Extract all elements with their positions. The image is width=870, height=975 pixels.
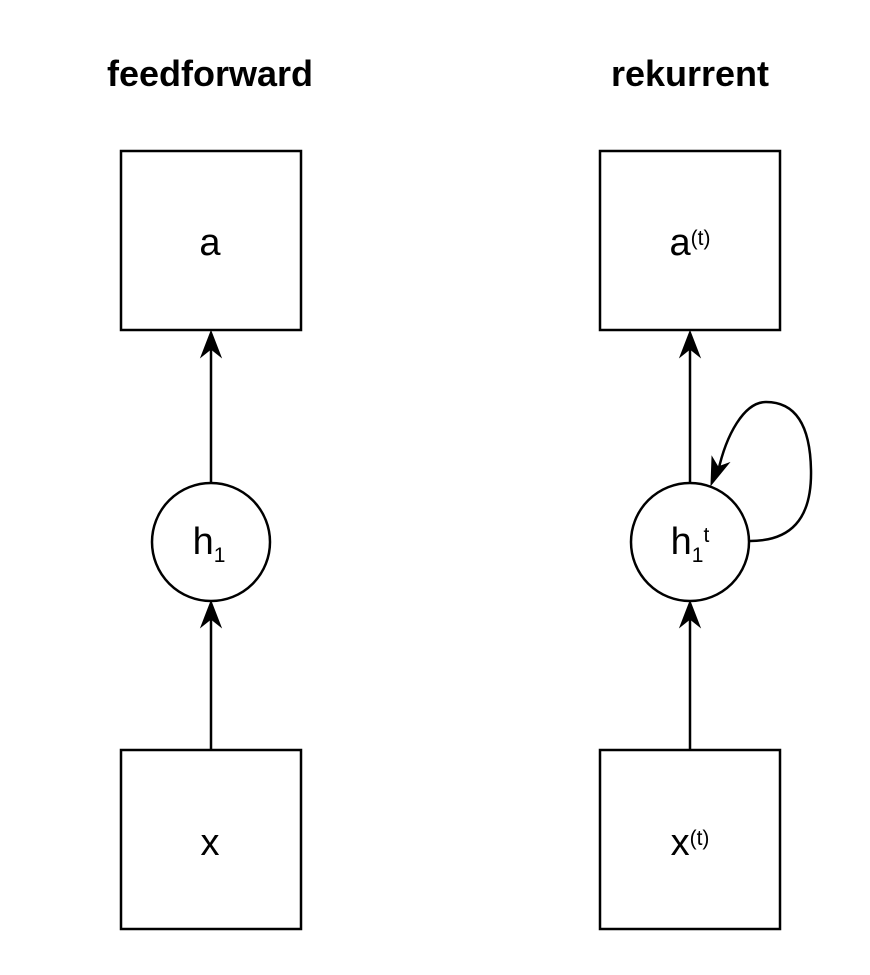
feedforward-output-label: a bbox=[199, 222, 221, 264]
recurrent-self-loop bbox=[716, 400, 813, 543]
feedforward-panel: feedforward a h1 x bbox=[107, 53, 313, 931]
recurrent-output-box bbox=[598, 149, 782, 332]
feedforward-input-box bbox=[119, 748, 303, 931]
recurrent-arrowhead-hidden bbox=[678, 599, 702, 629]
recurrent-arrowhead-output bbox=[678, 329, 702, 359]
recurrent-self-loop-arrowhead bbox=[710, 455, 731, 487]
feedforward-hidden-label: h1 bbox=[193, 521, 226, 567]
feedforward-output-box bbox=[119, 149, 303, 332]
recurrent-input-box bbox=[598, 748, 782, 931]
recurrent-hidden-label: h1t bbox=[671, 521, 710, 567]
recurrent-panel: rekurrent a(t) h1t x(t) bbox=[598, 53, 813, 931]
recurrent-output-label: a(t) bbox=[670, 222, 711, 264]
feedforward-input-label: x bbox=[201, 822, 220, 864]
feedforward-arrowhead-hidden bbox=[199, 599, 223, 629]
recurrent-title: rekurrent bbox=[611, 53, 769, 94]
feedforward-arrowhead-output bbox=[199, 329, 223, 359]
feedforward-title: feedforward bbox=[107, 53, 313, 94]
recurrent-input-label: x(t) bbox=[671, 822, 710, 864]
